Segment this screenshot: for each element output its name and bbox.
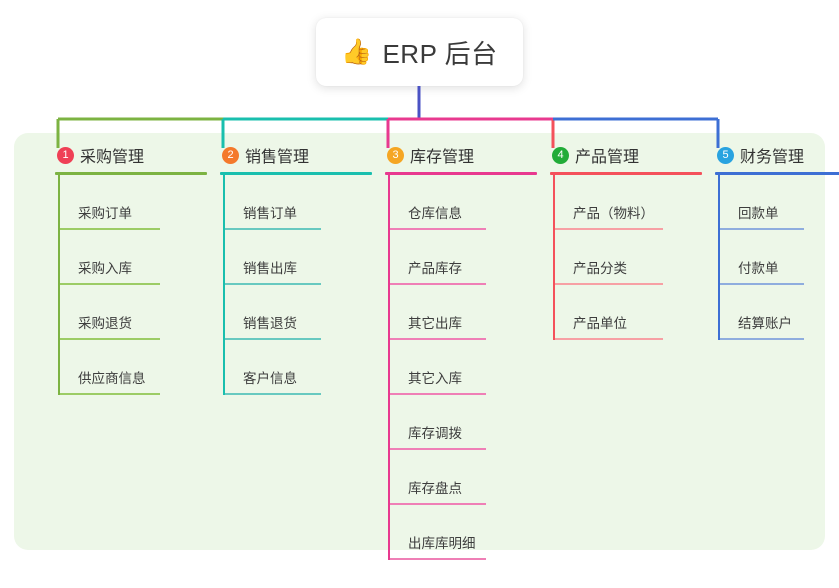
leaf-item-label: 采购订单 xyxy=(78,206,132,221)
branch-header-2[interactable]: 2 销售管理 xyxy=(198,141,372,169)
leaf-item-label: 销售退货 xyxy=(243,316,297,331)
leaf-item-label: 结算账户 xyxy=(738,316,792,331)
leaf-item[interactable]: 产品单位 xyxy=(555,285,702,340)
branch-title: 产品管理 xyxy=(575,149,640,166)
branches-panel xyxy=(14,133,825,550)
leaf-item-rule xyxy=(720,338,804,340)
branch-4[interactable]: 4 产品管理产品（物料） 产品分类产品单位 xyxy=(528,141,702,340)
leaf-item[interactable]: 库存盘点 xyxy=(390,450,537,505)
branch-header-rule xyxy=(550,172,702,175)
root-node-card[interactable]: 👍 ERP 后台 xyxy=(316,18,523,86)
leaf-item-label: 仓库信息 xyxy=(408,206,462,221)
leaf-item-rule xyxy=(60,283,160,285)
leaf-item[interactable]: 仓库信息 xyxy=(390,175,537,230)
leaf-item-rule xyxy=(225,338,321,340)
leaf-item[interactable]: 产品库存 xyxy=(390,230,537,285)
leaf-item-label: 销售出库 xyxy=(243,261,297,276)
leaf-item-rule xyxy=(390,338,486,340)
leaf-item-rule xyxy=(390,283,486,285)
leaf-item[interactable]: 产品分类 xyxy=(555,230,702,285)
leaf-item-rule xyxy=(720,283,804,285)
branch-spine: 销售订单销售出库销售退货客户信息 xyxy=(223,175,372,395)
branch-header-1[interactable]: 1 采购管理 xyxy=(33,141,207,169)
branch-number-badge: 4 xyxy=(552,146,569,164)
leaf-item-rule xyxy=(60,393,160,395)
leaf-item-label: 产品单位 xyxy=(573,316,627,331)
leaf-item-rule xyxy=(225,228,321,230)
branch-number-badge: 2 xyxy=(222,146,239,164)
leaf-item-rule xyxy=(390,228,486,230)
leaf-item[interactable]: 供应商信息 xyxy=(60,340,207,395)
leaf-item-label: 付款单 xyxy=(738,261,779,276)
leaf-item-rule xyxy=(390,448,486,450)
leaf-item-label: 库存调拨 xyxy=(408,426,462,441)
branch-number-badge: 5 xyxy=(717,146,734,164)
branch-5[interactable]: 5 财务管理回款单付款单结算账户 xyxy=(693,141,839,340)
leaf-item[interactable]: 结算账户 xyxy=(720,285,839,340)
leaf-item-rule xyxy=(225,393,321,395)
leaf-item[interactable]: 其它出库 xyxy=(390,285,537,340)
branch-1[interactable]: 1 采购管理采购订单采购入库采购退货供应商信息 xyxy=(33,141,207,395)
branch-title: 采购管理 xyxy=(80,149,145,166)
branch-spine: 回款单付款单结算账户 xyxy=(718,175,839,340)
branch-header-5[interactable]: 5 财务管理 xyxy=(693,141,839,169)
branch-spine: 仓库信息产品库存其它出库其它入库库存调拨库存盘点出库库明细 xyxy=(388,175,537,560)
branch-spine: 采购订单采购入库采购退货供应商信息 xyxy=(58,175,207,395)
leaf-item-label: 产品库存 xyxy=(408,261,462,276)
leaf-item[interactable]: 采购退货 xyxy=(60,285,207,340)
leaf-item[interactable]: 销售退货 xyxy=(225,285,372,340)
leaf-item-rule xyxy=(390,503,486,505)
branch-header-rule xyxy=(715,172,839,175)
leaf-item-rule xyxy=(555,228,663,230)
branch-number-badge: 3 xyxy=(387,146,404,164)
branch-title: 财务管理 xyxy=(740,149,805,166)
branch-number-badge: 1 xyxy=(57,146,74,164)
leaf-item-rule xyxy=(390,558,486,560)
leaf-item-label: 采购入库 xyxy=(78,261,132,276)
branch-header-3[interactable]: 3 库存管理 xyxy=(363,141,537,169)
branch-header-rule xyxy=(220,172,372,175)
leaf-item-rule xyxy=(555,283,663,285)
leaf-item[interactable]: 客户信息 xyxy=(225,340,372,395)
leaf-item[interactable]: 付款单 xyxy=(720,230,839,285)
leaf-item[interactable]: 库存调拨 xyxy=(390,395,537,450)
leaf-item-label: 出库库明细 xyxy=(408,536,476,551)
leaf-item-rule xyxy=(720,228,804,230)
branch-title: 库存管理 xyxy=(410,149,475,166)
leaf-item-rule xyxy=(555,338,663,340)
leaf-item-label: 回款单 xyxy=(738,206,779,221)
leaf-item-label: 其它入库 xyxy=(408,371,462,386)
leaf-item[interactable]: 出库库明细 xyxy=(390,505,537,560)
branch-spine: 产品（物料） 产品分类产品单位 xyxy=(553,175,702,340)
leaf-item-label: 产品（物料） xyxy=(573,206,654,221)
branch-header-rule xyxy=(55,172,207,175)
branch-header-rule xyxy=(385,172,537,175)
leaf-item[interactable]: 采购入库 xyxy=(60,230,207,285)
root-node-title: ERP 后台 xyxy=(382,38,498,69)
leaf-item-label: 库存盘点 xyxy=(408,481,462,496)
leaf-item-rule xyxy=(60,228,160,230)
leaf-item-rule xyxy=(225,283,321,285)
leaf-item-label: 销售订单 xyxy=(243,206,297,221)
leaf-item-label: 产品分类 xyxy=(573,261,627,276)
leaf-item-label: 客户信息 xyxy=(243,371,297,386)
leaf-item[interactable]: 销售订单 xyxy=(225,175,372,230)
leaf-item[interactable]: 其它入库 xyxy=(390,340,537,395)
leaf-item-rule xyxy=(60,338,160,340)
leaf-item[interactable]: 采购订单 xyxy=(60,175,207,230)
leaf-item[interactable]: 销售出库 xyxy=(225,230,372,285)
leaf-item[interactable]: 回款单 xyxy=(720,175,839,230)
leaf-item[interactable]: 产品（物料） xyxy=(555,175,702,230)
leaf-item-rule xyxy=(390,393,486,395)
thumbs-up-icon: 👍 xyxy=(341,37,373,66)
leaf-item-label: 供应商信息 xyxy=(78,371,146,386)
branch-3[interactable]: 3 库存管理仓库信息产品库存其它出库其它入库库存调拨库存盘点出库库明细 xyxy=(363,141,537,560)
leaf-item-label: 采购退货 xyxy=(78,316,132,331)
branch-2[interactable]: 2 销售管理销售订单销售出库销售退货客户信息 xyxy=(198,141,372,395)
branch-header-4[interactable]: 4 产品管理 xyxy=(528,141,702,169)
leaf-item-label: 其它出库 xyxy=(408,316,462,331)
branch-title: 销售管理 xyxy=(245,149,310,166)
